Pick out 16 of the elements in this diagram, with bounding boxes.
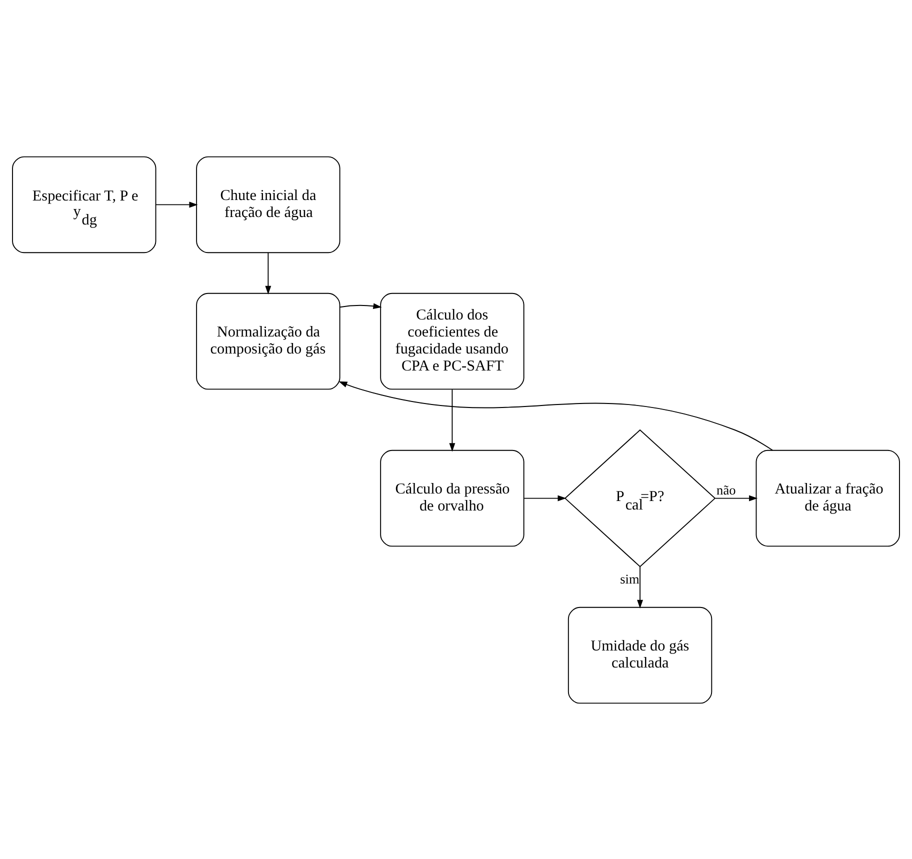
arrow — [340, 302, 382, 309]
node-box: Normalização da composição do gás — [196, 292, 340, 390]
node-box: Umidade do gás calculada — [568, 606, 712, 704]
node-box: Cálculo da pressão de orvalho — [380, 449, 524, 546]
edge-label: não — [716, 482, 736, 498]
arrow — [156, 201, 198, 208]
arrow — [714, 494, 758, 501]
arrow — [338, 380, 774, 450]
node-box: Atualizar a fração de água — [756, 449, 900, 546]
arrow — [265, 252, 272, 294]
arrow — [524, 494, 566, 501]
edge-label: sim — [620, 570, 640, 586]
arrow — [637, 566, 644, 608]
arrow — [449, 388, 456, 452]
node-box: Cálculo dos coeficientes de fugacidade usando CPA e PC-SAFT — [380, 292, 524, 390]
node-box: Chute inicial da fração de água — [196, 156, 340, 253]
